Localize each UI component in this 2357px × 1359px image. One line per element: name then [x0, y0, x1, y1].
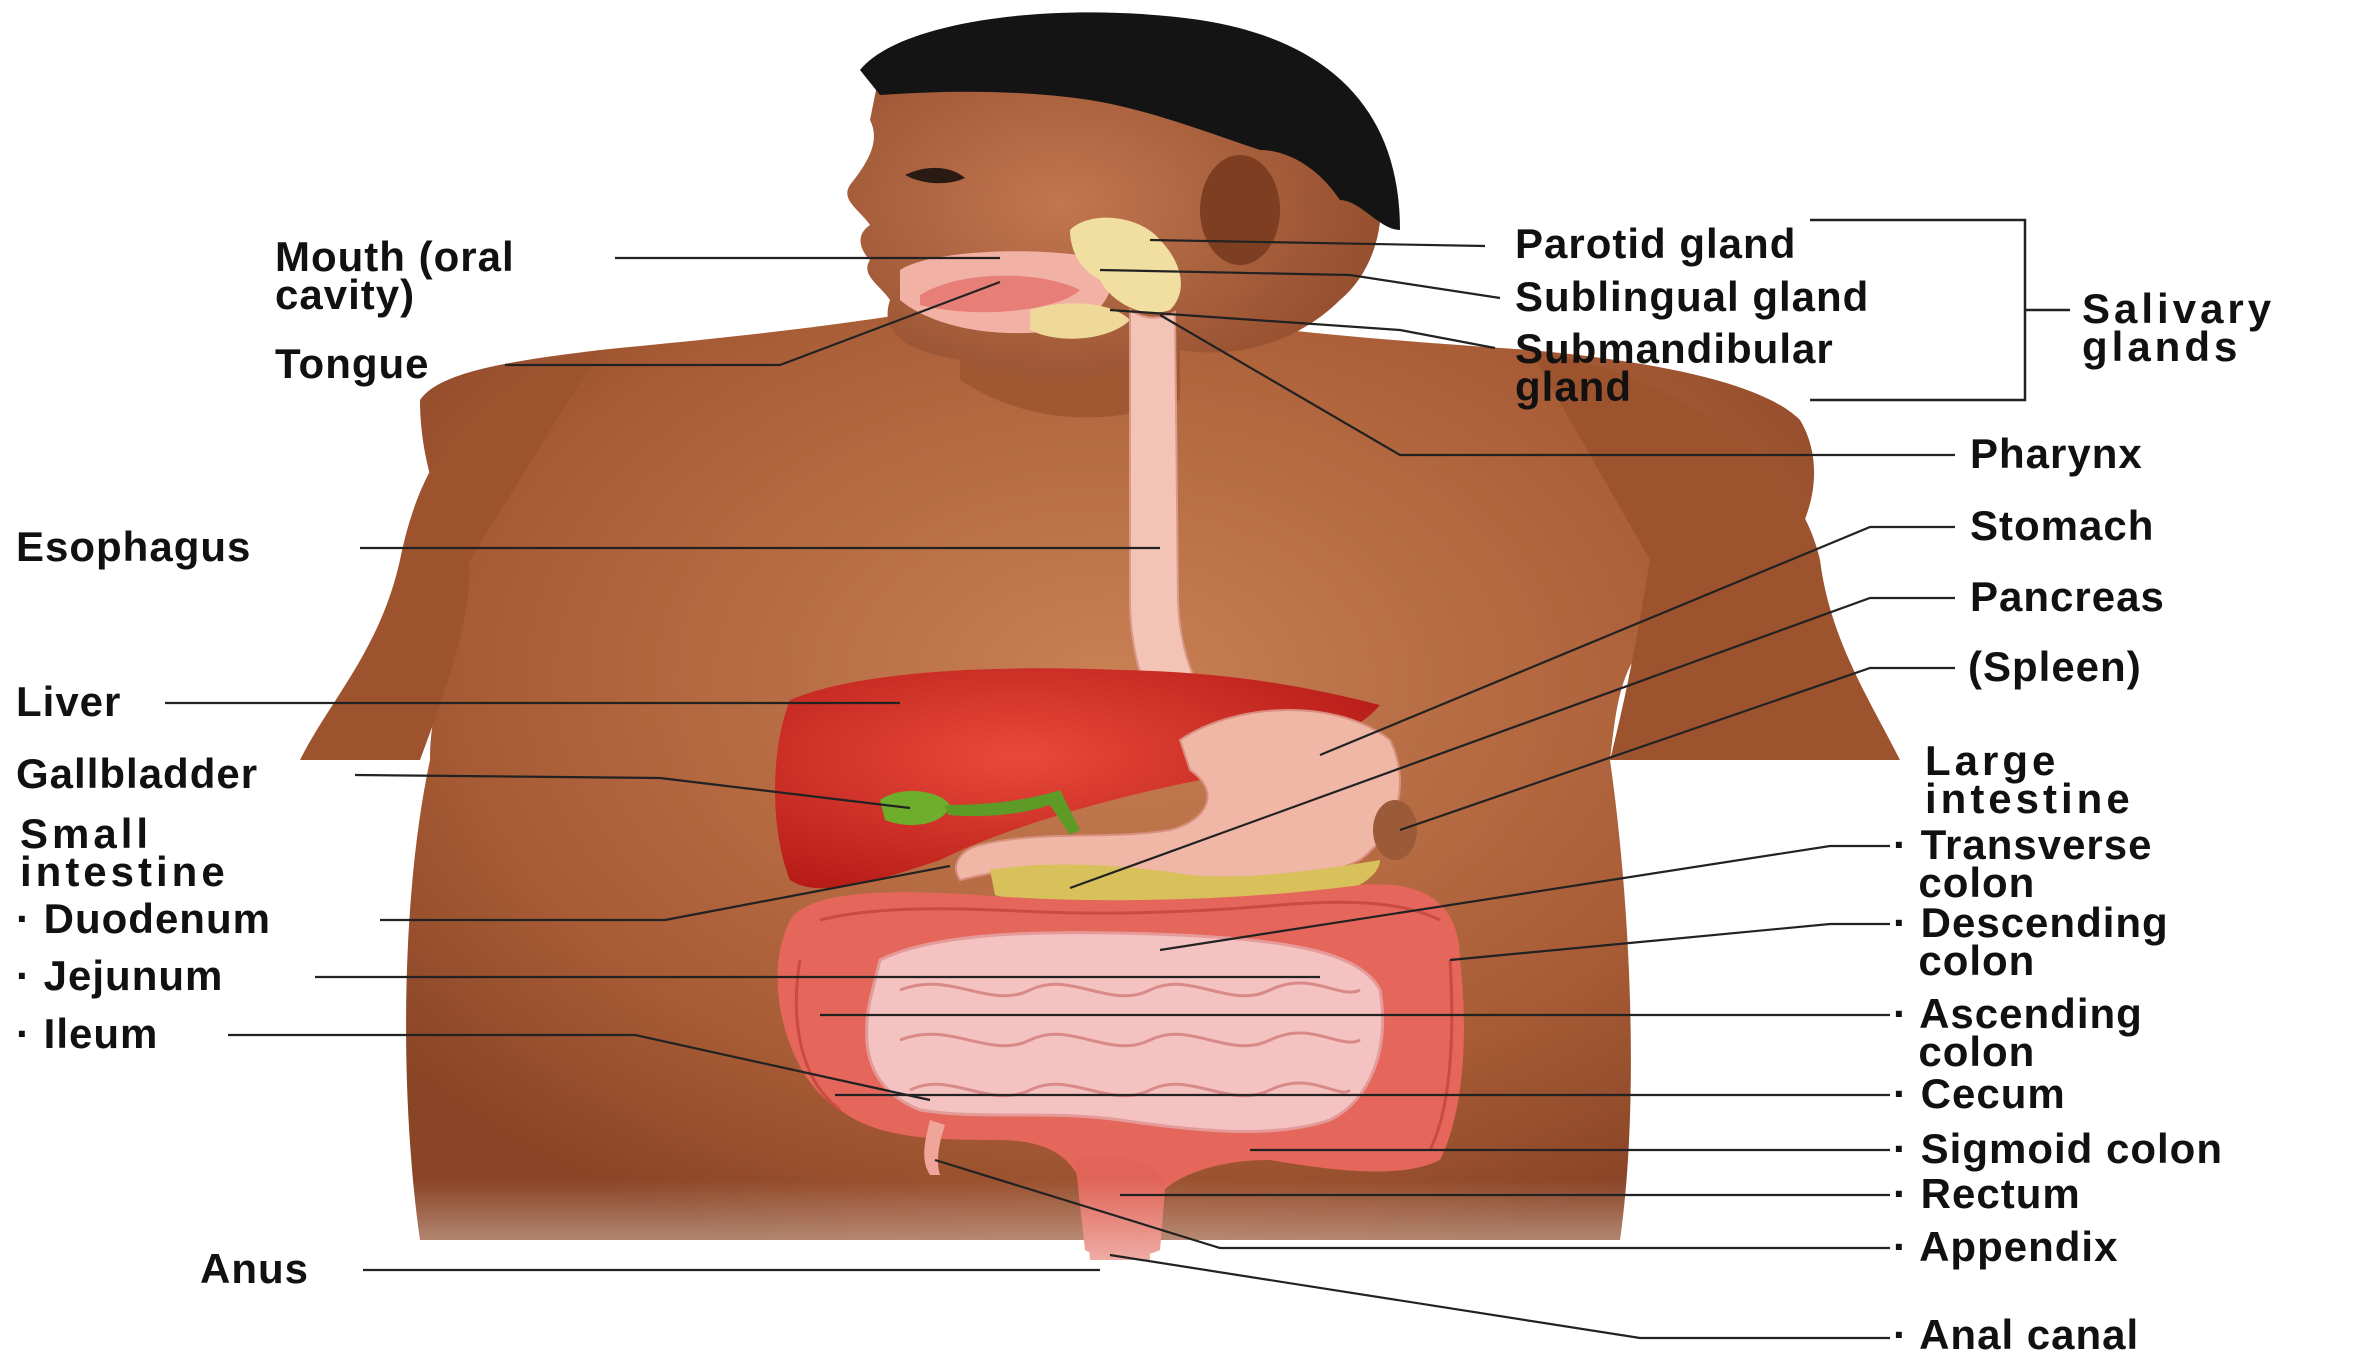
label-spleen: (Spleen): [1968, 648, 2142, 686]
label-gallbladder: Gallbladder: [16, 755, 258, 793]
label-appendix: · Appendix: [1893, 1228, 2118, 1266]
label-large-intestine: Large intestine: [1925, 742, 2134, 818]
label-mouth: Mouth (oral cavity): [275, 238, 515, 314]
label-parotid-gland: Parotid gland: [1515, 225, 1796, 263]
label-rectum: · Rectum: [1893, 1175, 2081, 1213]
label-small-intestine: Small intestine: [20, 815, 229, 891]
label-transverse-colon: · Transverse colon: [1893, 826, 2153, 902]
label-submandibular-gland: Submandibular gland: [1515, 330, 1834, 406]
label-ascending-colon: · Ascending colon: [1893, 995, 2143, 1071]
ear: [1200, 155, 1280, 265]
label-anus: Anus: [200, 1250, 309, 1288]
label-ileum: · Ileum: [16, 1015, 158, 1053]
label-liver: Liver: [16, 683, 121, 721]
label-sublingual-gland: Sublingual gland: [1515, 278, 1869, 316]
label-pharynx: Pharynx: [1970, 435, 2143, 473]
label-tongue: Tongue: [275, 345, 430, 383]
label-cecum: · Cecum: [1893, 1075, 2066, 1113]
spleen-shape: [1373, 800, 1417, 860]
label-stomach: Stomach: [1970, 507, 2154, 545]
label-salivary-glands: Salivary glands: [2082, 290, 2275, 366]
label-anal-canal: · Anal canal: [1893, 1316, 2139, 1354]
label-duodenum: · Duodenum: [16, 900, 271, 938]
label-pancreas: Pancreas: [1970, 578, 2165, 616]
label-descending-colon: · Descending colon: [1893, 904, 2169, 980]
label-jejunum: · Jejunum: [16, 957, 223, 995]
label-sigmoid-colon: · Sigmoid colon: [1893, 1130, 2223, 1168]
label-esophagus: Esophagus: [16, 528, 251, 566]
